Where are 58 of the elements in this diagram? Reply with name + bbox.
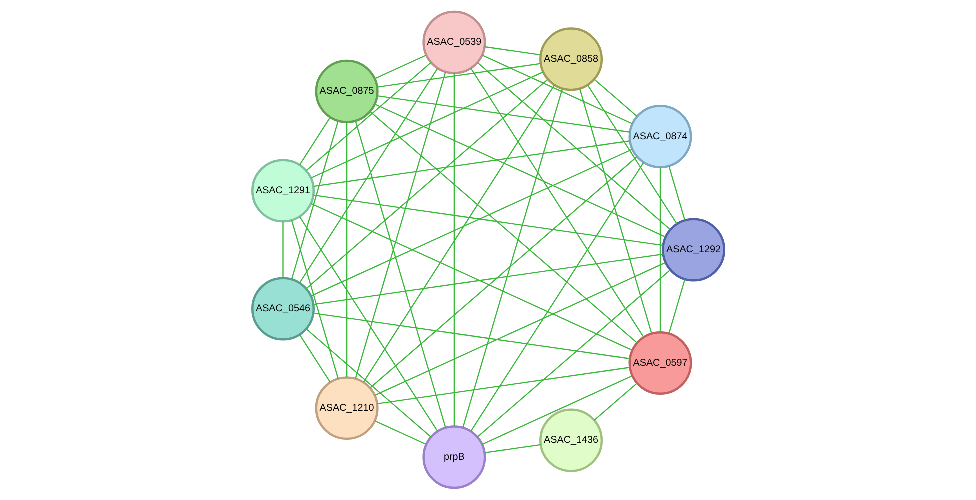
connector — [470, 68, 644, 338]
node-circle: ASAC_1291 — [250, 159, 314, 223]
connector — [298, 216, 438, 432]
connector — [586, 84, 677, 224]
connector — [668, 166, 686, 221]
connector — [477, 62, 670, 230]
connector — [659, 167, 661, 332]
connector — [484, 444, 540, 454]
connector — [376, 95, 630, 133]
connector — [470, 162, 644, 432]
connector — [290, 220, 338, 379]
connector — [482, 54, 632, 125]
connector — [313, 254, 663, 306]
connector — [313, 194, 663, 246]
connector — [306, 79, 548, 290]
connector — [369, 156, 637, 389]
connector — [578, 88, 652, 334]
node-circle: ASAC_1436 — [539, 408, 603, 472]
connector — [668, 280, 686, 334]
connector — [594, 383, 637, 421]
connector — [310, 203, 632, 351]
connector — [354, 121, 446, 428]
connector — [476, 270, 670, 438]
connector — [306, 328, 431, 438]
connector — [310, 72, 544, 179]
connector — [313, 140, 630, 188]
connector — [462, 88, 563, 428]
node-circle: ASAC_0539 — [422, 10, 486, 74]
node-circle: ASAC_0875 — [314, 60, 378, 124]
connector — [298, 117, 330, 166]
connector — [354, 72, 446, 379]
node-circle: ASAC_1292 — [662, 218, 726, 282]
connector — [453, 73, 455, 427]
connector — [313, 312, 630, 360]
connector — [370, 112, 638, 344]
connector — [306, 62, 432, 172]
node-circle: ASAC_0874 — [628, 104, 692, 168]
connector — [298, 68, 438, 284]
connector — [484, 46, 540, 56]
connector — [310, 148, 632, 297]
connector — [362, 84, 555, 383]
node-circle: ASAC_1210 — [314, 376, 378, 440]
connector — [374, 262, 666, 396]
connector — [299, 334, 330, 383]
node-circle: ASAC_0858 — [539, 28, 603, 92]
connector — [290, 120, 338, 280]
connector — [374, 104, 666, 238]
connector — [374, 420, 426, 446]
connector — [482, 376, 632, 446]
connector — [376, 63, 540, 88]
connector — [594, 79, 637, 117]
connector — [282, 222, 284, 278]
node-circle: ASAC_0597 — [628, 332, 692, 396]
node-circle: prpB — [422, 426, 486, 490]
connector — [374, 54, 426, 80]
node-circle: ASAC_0546 — [250, 277, 314, 341]
connector — [346, 122, 348, 378]
connector — [376, 367, 630, 405]
